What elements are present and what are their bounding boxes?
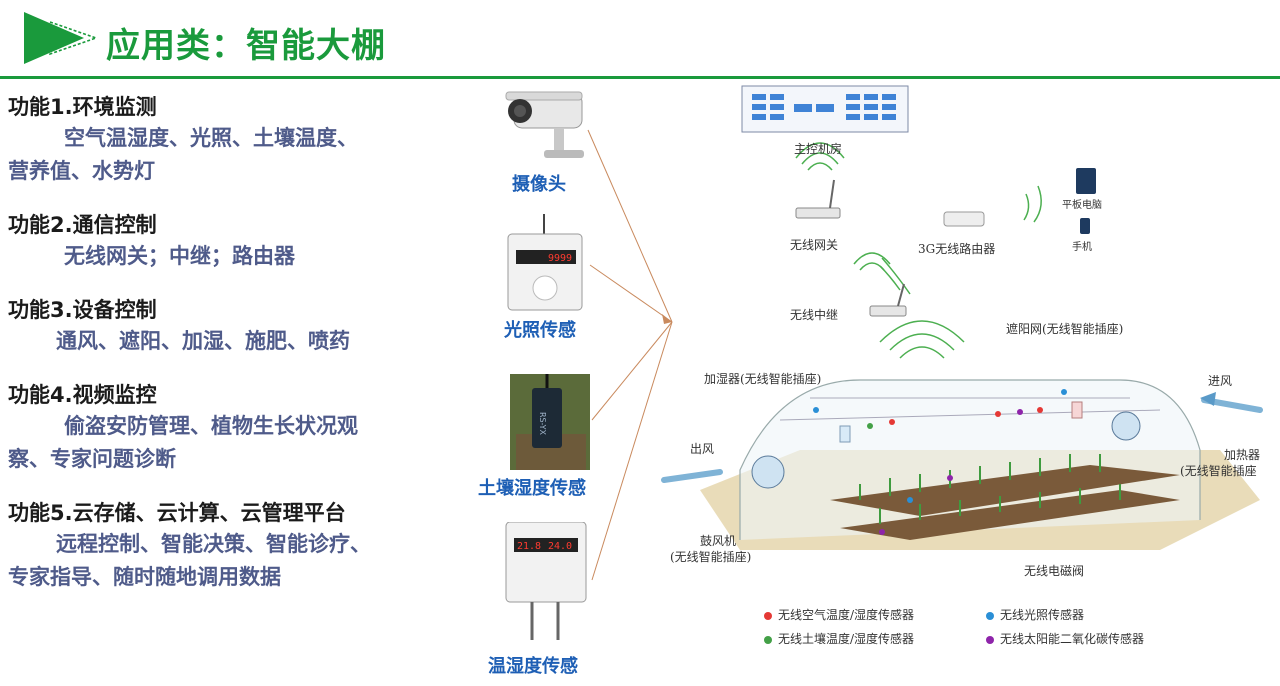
feature-5: 功能5.云存储、云计算、云管理平台 远程控制、智能决策、智能诊疗、 专家指导、随… xyxy=(8,498,468,594)
shade-net-label: 遮阳网(无线智能插座) xyxy=(1006,322,1124,336)
heater-label: 加热器 xyxy=(1224,448,1261,462)
greenhouse-diagram: 主控机房 无线网关 3G无线路由器 平板电脑 手机 无线中继 遮阳网(无线智能插… xyxy=(660,80,1280,686)
temp-humidity-sensor-icon: 21.8 24.0 xyxy=(505,521,587,640)
light-sensor-icon: 9999 xyxy=(507,214,583,311)
legend-item: 无线太阳能二氧化碳传感器 xyxy=(986,630,1144,647)
feature-title: 功能5.云存储、云计算、云管理平台 xyxy=(8,501,346,525)
control-room-label: 主控机房 xyxy=(794,142,843,156)
fan-socket-label: (无线智能插座) xyxy=(670,550,752,564)
th-display-right: 24.0 xyxy=(548,541,572,552)
phone-label: 手机 xyxy=(1072,242,1092,253)
light-display: 9999 xyxy=(548,253,572,264)
feature-desc: 营养值、水势灯 xyxy=(8,159,155,183)
legend-label: 无线空气温度/湿度传感器 xyxy=(778,608,915,622)
feature-desc: 专家指导、随时随地调用数据 xyxy=(8,565,281,589)
feature-4: 功能4.视频监控 偷盗安防管理、植物生长状况观 察、专家问题诊断 xyxy=(8,380,468,476)
temp-humidity-sensor-label: 温湿度传感 xyxy=(488,656,578,677)
feature-desc: 偷盗安防管理、植物生长状况观 xyxy=(64,414,358,438)
wireless-gateway-label: 无线网关 xyxy=(790,238,839,252)
legend-label: 无线土壤温度/湿度传感器 xyxy=(778,632,915,646)
feature-3: 功能3.设备控制 通风、遮阳、加湿、施肥、喷药 xyxy=(8,295,468,358)
legend-dot xyxy=(764,611,772,620)
legend-dot xyxy=(986,611,994,620)
header-divider xyxy=(0,76,1280,79)
soil-sensor-device: RS-YX xyxy=(510,374,590,474)
legend-dot xyxy=(764,635,772,644)
feature-desc: 空气温湿度、光照、土壤温度、 xyxy=(64,126,358,150)
fan-label: 鼓风机 xyxy=(700,534,737,548)
feature-title: 功能4.视频监控 xyxy=(8,383,157,407)
feature-2: 功能2.通信控制 无线网关；中继；路由器 xyxy=(8,210,468,273)
header: 应用类：智能大棚 xyxy=(0,0,1280,80)
light-sensor-device: 9999 xyxy=(500,214,588,318)
temp-humidity-sensor-device: 21.8 24.0 xyxy=(502,521,590,650)
legend-dot xyxy=(986,635,994,644)
air-out-label: 出风 xyxy=(690,442,715,456)
valve-label: 无线电磁阀 xyxy=(1024,564,1085,578)
th-display-left: 21.8 xyxy=(517,541,541,552)
heater-socket-label: (无线智能插座 xyxy=(1180,464,1257,478)
air-in-label: 进风 xyxy=(1208,374,1233,388)
soil-sensor-text: RS-YX xyxy=(538,412,547,435)
feature-list: 功能1.环境监测 空气温湿度、光照、土壤温度、 营养值、水势灯 功能2.通信控制… xyxy=(8,92,468,616)
feature-desc: 远程控制、智能决策、智能诊疗、 xyxy=(56,532,371,556)
feature-desc: 通风、遮阳、加湿、施肥、喷药 xyxy=(56,329,350,353)
camera-icon xyxy=(505,91,584,158)
soil-sensor-icon: RS-YX xyxy=(510,374,590,470)
humidifier-label: 加湿器(无线智能插座) xyxy=(704,372,822,386)
feature-title: 功能3.设备控制 xyxy=(8,298,157,322)
page-title: 应用类：智能大棚 xyxy=(106,26,386,66)
feature-desc: 无线网关；中继；路由器 xyxy=(64,244,295,268)
legend-label: 无线光照传感器 xyxy=(1000,608,1085,622)
camera-device xyxy=(500,88,590,172)
legend-item: 无线光照传感器 xyxy=(986,606,1084,623)
feature-title: 功能2.通信控制 xyxy=(8,213,157,237)
legend-label: 无线太阳能二氧化碳传感器 xyxy=(1000,632,1145,646)
light-sensor-label: 光照传感 xyxy=(504,320,576,341)
legend-item: 无线空气温度/湿度传感器 xyxy=(764,606,914,623)
feature-desc: 察、专家问题诊断 xyxy=(8,447,176,471)
tablet-label: 平板电脑 xyxy=(1062,200,1102,211)
feature-title: 功能1.环境监测 xyxy=(8,95,157,119)
router-3g-label: 3G无线路由器 xyxy=(918,242,996,256)
legend-item: 无线土壤温度/湿度传感器 xyxy=(764,630,914,647)
arrow-icon xyxy=(24,12,99,64)
soil-sensor-label: 土壤湿度传感 xyxy=(478,478,586,499)
greenhouse-illustration xyxy=(661,85,1263,550)
camera-label: 摄像头 xyxy=(512,174,566,195)
relay-label: 无线中继 xyxy=(790,308,839,322)
feature-1: 功能1.环境监测 空气温湿度、光照、土壤温度、 营养值、水势灯 xyxy=(8,92,468,188)
